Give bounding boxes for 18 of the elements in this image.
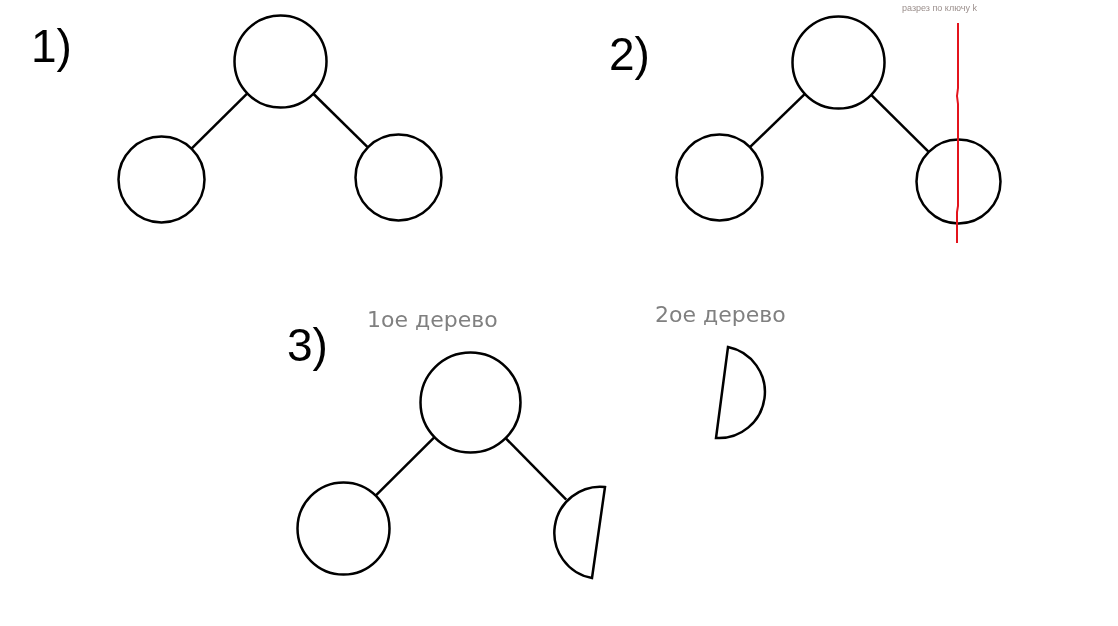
tree-node: [914, 137, 1002, 225]
tree-edge: [504, 436, 568, 501]
half-tree-node: [550, 485, 608, 581]
tree-node: [353, 132, 443, 222]
tree-node: [790, 14, 886, 110]
tree-edge: [869, 93, 930, 153]
tree-edge: [749, 93, 806, 148]
tree-edge: [374, 436, 436, 497]
tree-node: [295, 480, 391, 576]
cut-label: разрез по ключу k: [902, 4, 977, 13]
tree-node: [116, 134, 206, 224]
tree-caption: 1ое дерево: [367, 309, 498, 331]
tree-node: [418, 350, 522, 454]
tree-node: [232, 13, 328, 109]
tree-edge: [190, 92, 249, 150]
tree-node: [674, 132, 764, 222]
tree-caption: 2ое дерево: [655, 304, 786, 326]
tree-edge: [311, 92, 369, 148]
